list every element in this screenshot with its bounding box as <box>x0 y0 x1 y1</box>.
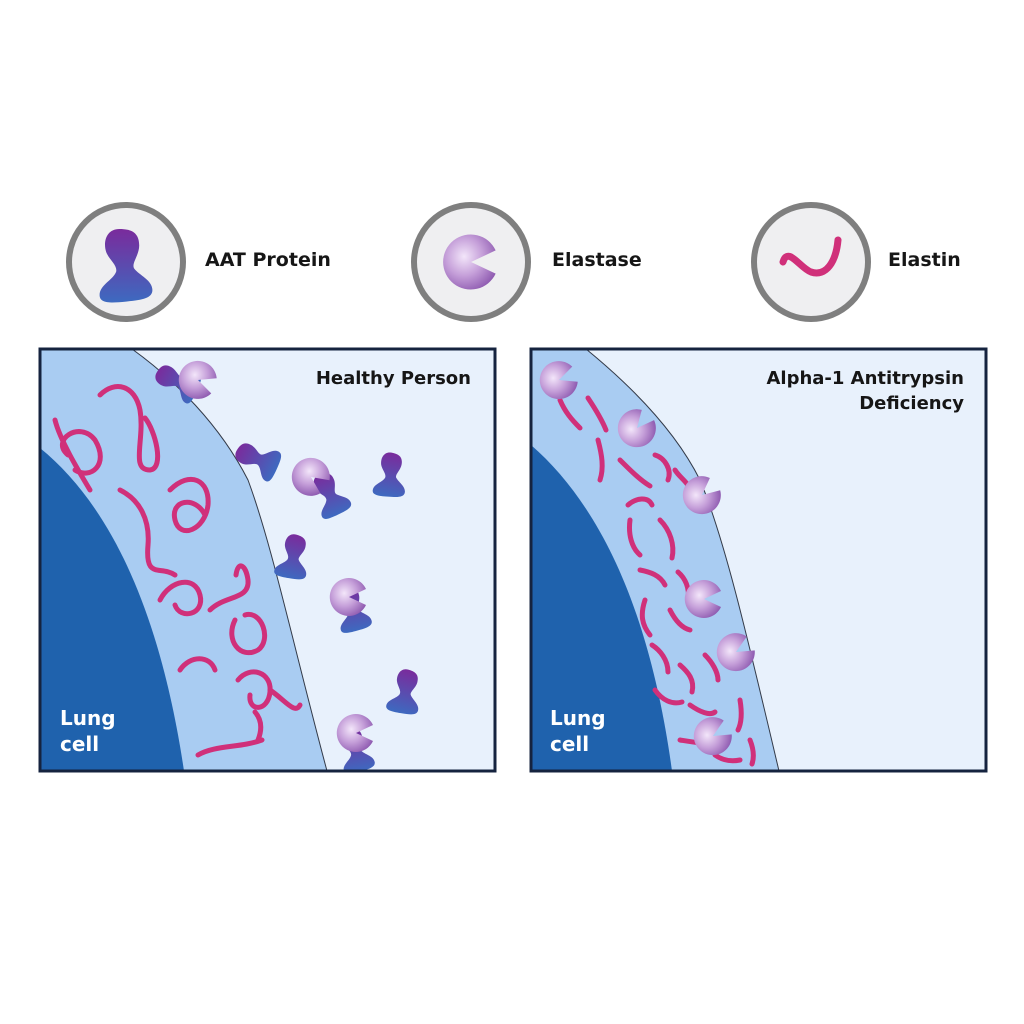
legend-ring <box>751 202 871 322</box>
lung-cell-line2: cell <box>60 732 100 756</box>
legend-aat <box>66 202 186 322</box>
elastin-icon <box>779 236 842 277</box>
lung-cell-line1: Lung <box>60 706 116 730</box>
lung-cell-shape <box>531 445 672 771</box>
healthy-panel-border <box>38 347 497 773</box>
lung-cell-line1: Lung <box>550 706 606 730</box>
elastin-fibers <box>52 384 303 758</box>
lung-cell-line2: cell <box>550 732 590 756</box>
deficiency-panel <box>531 349 986 771</box>
deficiency-title-line1: Alpha-1 Antitrypsin <box>766 368 964 389</box>
deficiency-panel-border <box>529 347 988 773</box>
healthy-panel <box>40 349 495 771</box>
legend-aat-label: AAT Protein <box>205 249 331 271</box>
deficiency-title-line2: Deficiency <box>859 393 964 414</box>
deficiency-panel-title: Alpha-1 Antitrypsin Deficiency <box>766 366 964 416</box>
legend-elastase <box>411 202 531 322</box>
legend-elastin-label: Elastin <box>888 249 961 271</box>
deficiency-lung-cell-label: Lung cell <box>550 705 606 757</box>
legend-elastin <box>751 202 871 322</box>
legend-elastase-label: Elastase <box>552 249 642 271</box>
elastin-fragments <box>557 395 756 767</box>
lung-cell-shape <box>40 448 184 771</box>
healthy-panel-title: Healthy Person <box>315 368 471 389</box>
healthy-lung-cell-label: Lung cell <box>60 705 116 757</box>
